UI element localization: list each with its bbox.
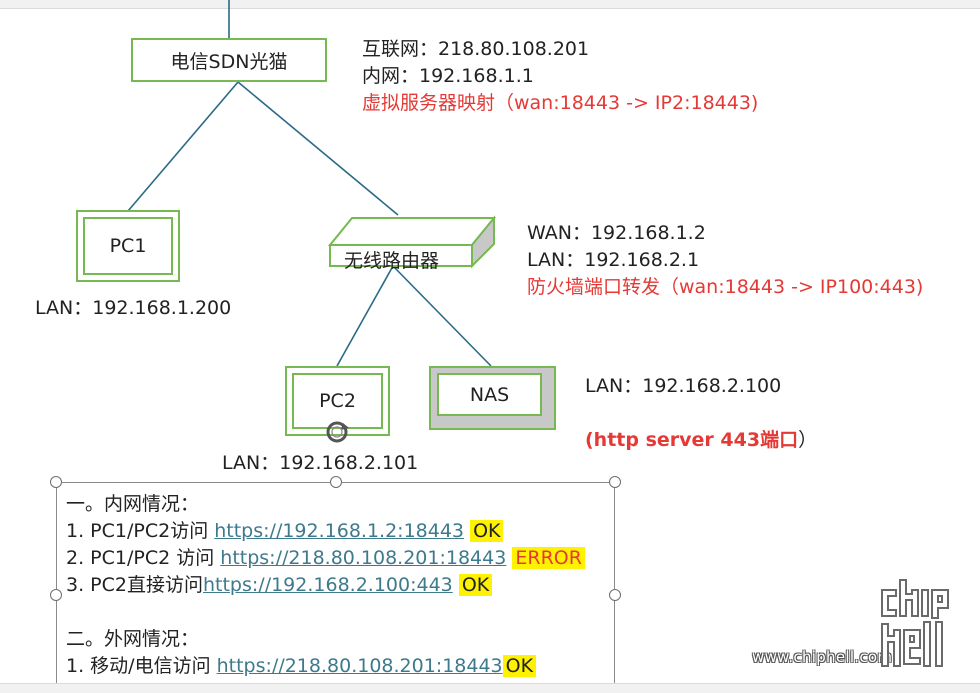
intranet-link-2[interactable]: https://218.80.108.201:18443: [220, 547, 507, 569]
router-port-forward: 防火墙端口转发（wan:18443 -> IP100:443): [527, 276, 924, 298]
status-badge-3: OK: [458, 574, 493, 596]
router-node[interactable]: [330, 218, 494, 266]
modem-internet-ip: 互联网：218.80.108.201: [362, 38, 590, 60]
nas-service-text: (http server 443端口: [585, 429, 799, 451]
pc2-lan-ip: LAN：192.168.2.101: [222, 452, 419, 474]
modem-port-mapping: 虚拟服务器映射（wan:18443 -> IP2:18443): [362, 92, 759, 114]
modem-router-line: [237, 81, 399, 216]
watermark-text: www.chiphell.com: [752, 648, 893, 666]
intranet-link-3[interactable]: https://192.168.2.100:443: [202, 574, 453, 596]
router-nas-line: [392, 265, 492, 367]
modem-node[interactable]: 电信SDN光猫: [131, 38, 327, 82]
chiphell-logo-icon: [881, 579, 949, 667]
external-link-1[interactable]: https://218.80.108.201:18443: [216, 655, 503, 677]
top-toolbar-strip: [0, 0, 980, 9]
router-label: 无线路由器: [344, 250, 440, 272]
pc1-label: PC1: [109, 235, 147, 257]
nas-service: (http server 443端口）: [585, 425, 817, 452]
status-badge-1: OK: [470, 520, 504, 542]
router-shape: [327, 215, 497, 269]
pc2-label: PC2: [319, 390, 356, 412]
nas-node[interactable]: NAS: [429, 366, 556, 430]
status-badge-4: OK: [502, 655, 537, 677]
resize-handle-top-center[interactable]: [330, 476, 342, 488]
intranet-item-2: 2. PC1/PC2 访问 https://218.80.108.201:184…: [66, 543, 585, 570]
router-wan-ip: WAN：192.168.1.2: [527, 222, 706, 244]
modem-lan-ip: 内网：192.168.1.1: [362, 65, 534, 87]
intranet-item-1: 1. PC1/PC2访问 https://192.168.1.2:18443 O…: [66, 516, 504, 543]
pc1-node[interactable]: PC1: [76, 210, 180, 282]
nas-service-paren: ）: [798, 429, 818, 451]
intranet-link-1[interactable]: https://192.168.1.2:18443: [214, 520, 465, 542]
modem-label: 电信SDN光猫: [170, 50, 288, 73]
bottom-status-strip: [0, 683, 980, 693]
intranet-item-3: 3. PC2直接访问https://192.168.2.100:443 OK: [66, 570, 493, 597]
resize-handle-top-right[interactable]: [609, 476, 621, 488]
intranet-heading: 一。内网情况：: [66, 493, 200, 515]
resize-handle-mid-left[interactable]: [50, 589, 62, 601]
status-badge-2: ERROR: [512, 547, 585, 569]
nas-lan-ip: LAN：192.168.2.100: [585, 375, 782, 397]
external-heading: 二。外网情况：: [66, 628, 200, 650]
nas-label: NAS: [469, 383, 510, 406]
router-lan-ip: LAN：192.168.2.1: [527, 249, 700, 271]
pc1-lan-ip: LAN：192.168.1.200: [35, 297, 232, 319]
notes-textbox[interactable]: 一。内网情况： 1. PC1/PC2访问 https://192.168.1.2…: [56, 482, 615, 688]
resize-handle-top-left[interactable]: [50, 476, 62, 488]
resize-handle-mid-right[interactable]: [609, 589, 621, 601]
router-pc2-line: [336, 265, 394, 367]
rotate-handle-icon[interactable]: [321, 416, 353, 448]
modem-pc1-line: [127, 81, 239, 212]
